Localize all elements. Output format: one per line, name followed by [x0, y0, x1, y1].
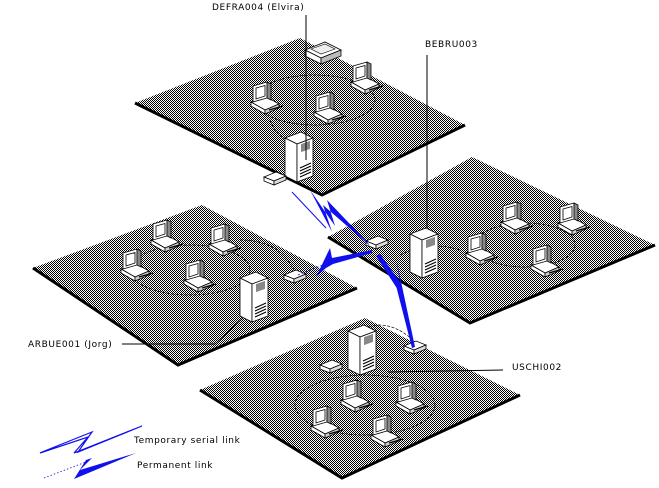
label-bebru003: BEBRU003: [425, 40, 478, 50]
server-bebru003-icon: [409, 227, 439, 279]
label-defra004: DEFRA004 (Elvira): [212, 3, 304, 13]
legend-permanent-label: Permanent link: [137, 461, 213, 471]
link-bebru-arbue: [297, 248, 372, 277]
leader-lines: [122, 15, 504, 373]
floor-bebru: [327, 157, 656, 325]
legend: Temporary serial link Permanent link: [39, 425, 241, 479]
legend-temporary-label: Temporary serial link: [133, 436, 241, 446]
link-defra-bebru: [291, 190, 370, 246]
server-defra004-icon: [284, 131, 314, 183]
server-uschi002-icon: [347, 324, 377, 376]
permanent-link-symbol: [74, 453, 136, 479]
temporary-link-symbol: [39, 425, 143, 454]
label-arbue001: ARBUE001 (Jorg): [28, 340, 112, 350]
link-bebru-uschi: [376, 254, 415, 348]
server-arbue001-icon: [239, 271, 269, 323]
label-uschi002: USCHI002: [512, 363, 562, 373]
floor-defra: [134, 38, 466, 197]
